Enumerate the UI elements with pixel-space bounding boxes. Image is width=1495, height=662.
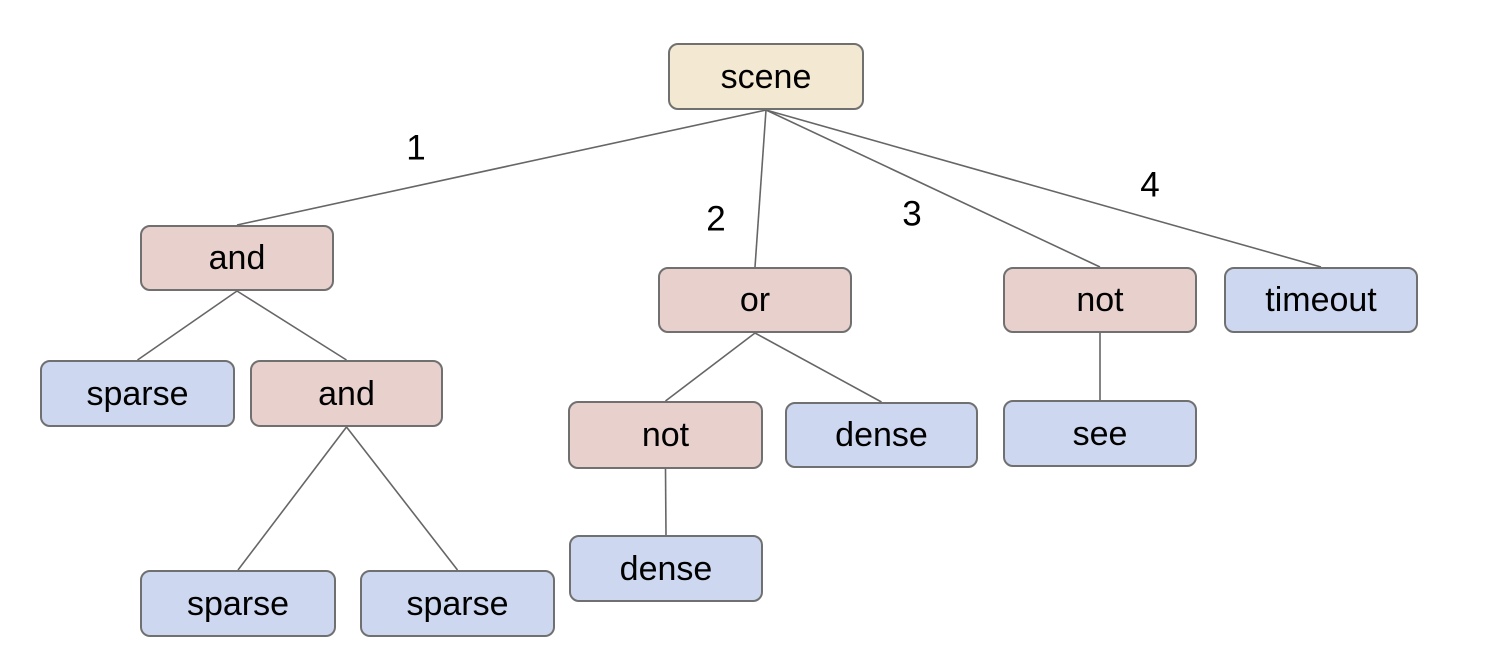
node-not2: not	[568, 401, 763, 469]
node-and2: and	[250, 360, 443, 427]
edge-not2-to-dense2	[664, 468, 667, 536]
node-and1: and	[140, 225, 334, 291]
edge-and1-to-and2	[236, 290, 347, 361]
node-sparse2: sparse	[140, 570, 336, 637]
edge-scene-to-and1	[236, 109, 767, 226]
edge-label-1: 1	[406, 128, 426, 168]
node-see: see	[1003, 400, 1197, 467]
edge-label-4: 4	[1140, 165, 1160, 205]
node-sparse1: sparse	[40, 360, 235, 427]
edge-and1-to-sparse1	[137, 290, 238, 361]
node-not1: not	[1003, 267, 1197, 333]
node-timeout: timeout	[1224, 267, 1418, 333]
node-dense1: dense	[785, 402, 978, 468]
edge-label-2: 2	[706, 199, 726, 239]
edge-and2-to-sparse3	[345, 426, 459, 571]
edge-label-3: 3	[902, 194, 922, 234]
edge-scene-to-timeout	[765, 109, 1322, 268]
node-or1: or	[658, 267, 852, 333]
node-dense2: dense	[569, 535, 763, 602]
edge-or1-to-dense1	[754, 332, 882, 403]
node-scene: scene	[668, 43, 864, 110]
node-sparse3: sparse	[360, 570, 555, 637]
edge-scene-to-or1	[754, 109, 767, 268]
edge-scene-to-not1	[765, 109, 1101, 268]
edge-or1-to-not2	[665, 332, 756, 402]
edge-and2-to-sparse2	[237, 426, 348, 571]
